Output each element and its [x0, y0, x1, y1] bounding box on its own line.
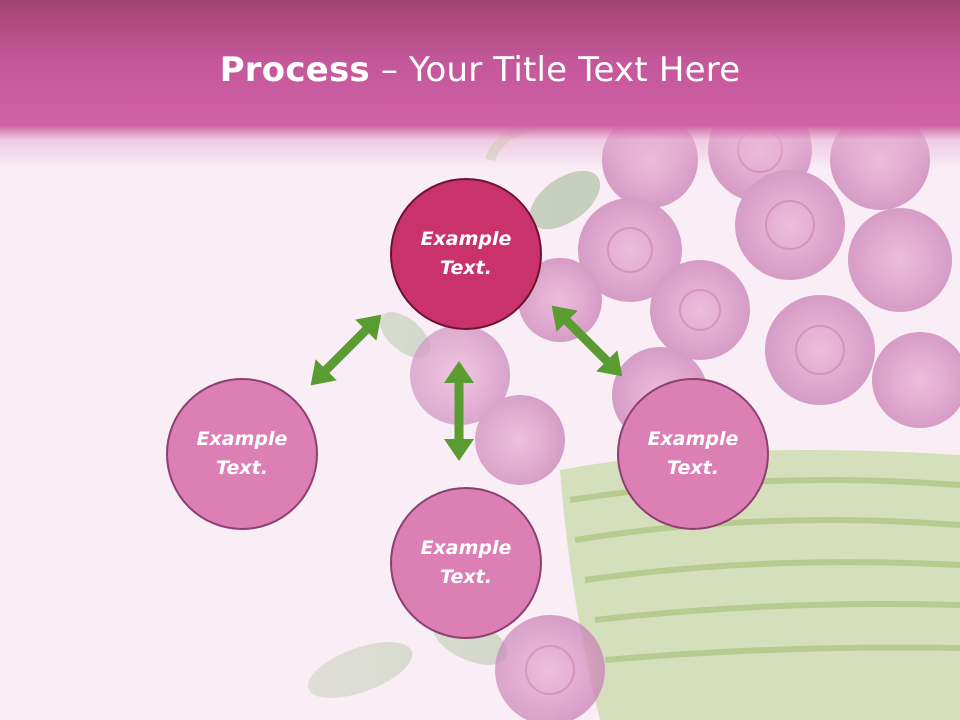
node-bottom: Example Text. — [390, 487, 542, 639]
double-arrow-top-right — [551, 305, 623, 377]
node-left: Example Text. — [166, 378, 318, 530]
node-right-text: Example Text. — [647, 428, 739, 479]
node-bottom-text: Example Text. — [420, 537, 512, 588]
node-top: Example Text. — [390, 178, 542, 330]
slide-title: Process – Your Title Text Here — [0, 50, 960, 90]
title-strong: Process — [219, 50, 370, 90]
node-top-text: Example Text. — [420, 228, 512, 279]
title-rest: – Your Title Text Here — [369, 50, 741, 90]
node-left-text: Example Text. — [196, 428, 288, 479]
title-band — [0, 0, 960, 170]
node-right: Example Text. — [617, 378, 769, 530]
double-arrow-top-left — [310, 314, 382, 386]
double-arrow-vertical — [444, 361, 474, 461]
